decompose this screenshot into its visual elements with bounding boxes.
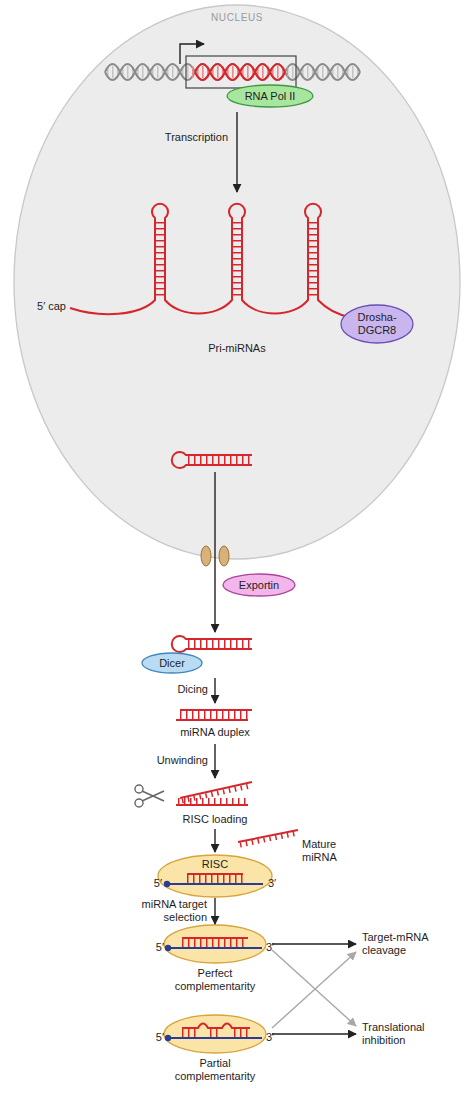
dna-strand bbox=[105, 64, 360, 80]
pre-mirna-hairpin bbox=[172, 636, 252, 652]
pairing-rungs bbox=[182, 939, 248, 948]
strand-ticks bbox=[182, 786, 250, 801]
node-label: Drosha-DGCR8 bbox=[348, 311, 406, 337]
hairpin-rungs bbox=[232, 222, 242, 298]
gene-strand bbox=[195, 64, 285, 80]
gene-strand bbox=[195, 64, 285, 80]
duplex-rungs bbox=[180, 710, 248, 720]
minor-outcome-arrow bbox=[272, 952, 356, 1028]
duplex-strand bbox=[180, 709, 252, 711]
annotation-label: miRNA duplex bbox=[160, 726, 270, 739]
pairing-rungs bbox=[182, 1029, 198, 1038]
node-ellipse bbox=[227, 85, 313, 107]
annotation-label: Transcription bbox=[128, 131, 228, 144]
annotation-label: Unwinding bbox=[128, 754, 208, 767]
gene-box bbox=[186, 56, 296, 88]
nuclear-pore bbox=[201, 546, 211, 566]
risc-complex: RISC bbox=[157, 854, 273, 898]
node-caption: Partial complementarity bbox=[170, 1057, 260, 1083]
scissors-blade bbox=[142, 791, 164, 801]
annotation-label: 3′ bbox=[268, 877, 290, 890]
flow-arrow bbox=[214, 829, 215, 852]
mrna-cap bbox=[164, 881, 170, 887]
node-ellipse bbox=[142, 653, 202, 673]
outcome-arrow bbox=[272, 943, 356, 944]
pre-mirna-hairpin bbox=[172, 452, 252, 468]
flow-arrow bbox=[214, 472, 215, 632]
scissors-handle bbox=[135, 785, 143, 793]
node-ellipse bbox=[14, 5, 460, 559]
flow-arrow bbox=[236, 112, 237, 192]
annotation-label: Pri-miRNAs bbox=[182, 342, 292, 355]
annotation-label: RISC loading bbox=[160, 813, 270, 826]
annotation-label: 5′ bbox=[140, 877, 162, 890]
node-ellipse bbox=[341, 305, 413, 343]
flow-arrow bbox=[214, 678, 215, 703]
node-ellipse bbox=[158, 855, 272, 897]
node-label: NUCLEUS bbox=[13, 12, 461, 24]
annotation-label: 3′ bbox=[266, 941, 288, 954]
annotation-label: Mature miRNA bbox=[302, 838, 352, 864]
mirna-strand bbox=[187, 873, 243, 875]
pri-mirna-strand bbox=[70, 204, 400, 320]
hairpin-rungs bbox=[188, 455, 250, 465]
mature-mirna bbox=[238, 830, 298, 842]
promoter-arrow bbox=[180, 44, 204, 64]
hairpin-rungs bbox=[308, 222, 318, 298]
annotation-label: 5′ cap bbox=[16, 300, 66, 313]
pairing-rungs bbox=[234, 1029, 250, 1038]
node-ellipse bbox=[223, 574, 295, 596]
node-label: Dicer bbox=[143, 657, 201, 670]
minor-outcome-arrow bbox=[272, 950, 356, 1026]
mrna-strand bbox=[168, 1037, 262, 1039]
node-label: RNA Pol II bbox=[228, 90, 312, 103]
scissors-symbol bbox=[135, 785, 164, 807]
guide-strand bbox=[176, 804, 248, 806]
pairing-rungs bbox=[210, 1029, 222, 1038]
annotation-label: 5′ bbox=[142, 941, 164, 954]
edge-label: miRNA target selection bbox=[127, 898, 207, 924]
enzyme-ellipse: Drosha-DGCR8 bbox=[340, 304, 414, 344]
mirna-strand bbox=[182, 937, 248, 939]
outcome-arrow bbox=[272, 1033, 356, 1034]
scissors-handle bbox=[135, 799, 143, 807]
node-ellipse bbox=[164, 925, 266, 963]
flow-arrow bbox=[214, 744, 215, 778]
enzyme-ellipse: RNA Pol II bbox=[226, 84, 314, 108]
pairing-rungs bbox=[187, 875, 243, 884]
nuclear-pore bbox=[219, 546, 229, 566]
dna-strand bbox=[105, 64, 360, 80]
mrna-cap bbox=[165, 945, 171, 951]
mrna-cap bbox=[165, 1035, 171, 1041]
hairpin-rungs bbox=[188, 639, 250, 649]
mrna-strand bbox=[167, 883, 263, 885]
enzyme-ellipse: Dicer bbox=[141, 652, 203, 674]
node-caption: Perfect complementarity bbox=[170, 967, 260, 993]
annotation-label: 3′ bbox=[266, 1031, 288, 1044]
mirna-strand bbox=[182, 1024, 250, 1029]
node-ellipse bbox=[164, 1015, 266, 1053]
duplex-strand bbox=[176, 719, 248, 721]
annotation-label: Translational inhibition bbox=[362, 1021, 452, 1047]
hairpin-rungs bbox=[155, 222, 165, 298]
node-label: RISC bbox=[159, 858, 271, 871]
dna-rungs bbox=[107, 66, 358, 78]
mrna-strand bbox=[168, 947, 262, 949]
passenger-strand bbox=[180, 782, 252, 798]
annotation-label: Target-mRNA cleavage bbox=[362, 931, 452, 957]
node-label: Exportin bbox=[224, 579, 294, 592]
arrow-connector bbox=[214, 898, 215, 924]
annotation-label: Dicing bbox=[128, 683, 208, 696]
annotation-label: 5′ bbox=[142, 1031, 164, 1044]
risc-complex: Partial complementarity bbox=[150, 1014, 280, 1084]
risc-complex: Perfect complementarity bbox=[150, 924, 280, 994]
enzyme-ellipse: Exportin bbox=[222, 573, 296, 597]
